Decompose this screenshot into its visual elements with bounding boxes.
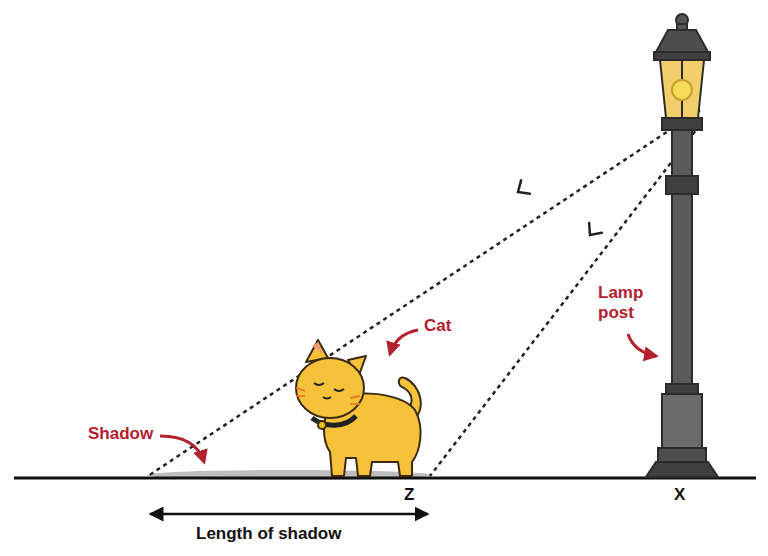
ray-arrowhead bbox=[584, 223, 602, 240]
label-text: Z bbox=[404, 485, 414, 504]
dimension-label: Length of shadow bbox=[196, 524, 396, 544]
callout-arrow bbox=[160, 436, 204, 462]
callout-arrow bbox=[628, 334, 656, 356]
callout-label: Cat bbox=[424, 316, 474, 336]
light-rays bbox=[148, 110, 700, 476]
light-ray bbox=[430, 125, 700, 476]
callout-label: Shadow bbox=[88, 424, 168, 444]
label-text: Shadow bbox=[88, 424, 153, 443]
label-text: X bbox=[674, 485, 685, 504]
point-label: Z bbox=[404, 485, 428, 505]
callout-label: Lamp post bbox=[598, 283, 650, 322]
dimension-arrow bbox=[150, 513, 428, 516]
ray-direction-arrows bbox=[514, 180, 602, 240]
label-text: Lamp post bbox=[598, 283, 643, 322]
label-text: Length of shadow bbox=[196, 524, 341, 543]
callout-arrows bbox=[160, 330, 656, 462]
point-label: X bbox=[674, 485, 698, 505]
lamp-post bbox=[646, 14, 718, 477]
callout-arrow bbox=[390, 330, 418, 354]
light-ray bbox=[148, 110, 700, 476]
label-text: Cat bbox=[424, 316, 451, 335]
cat-figure bbox=[296, 340, 421, 476]
ray-arrowhead bbox=[514, 180, 530, 198]
